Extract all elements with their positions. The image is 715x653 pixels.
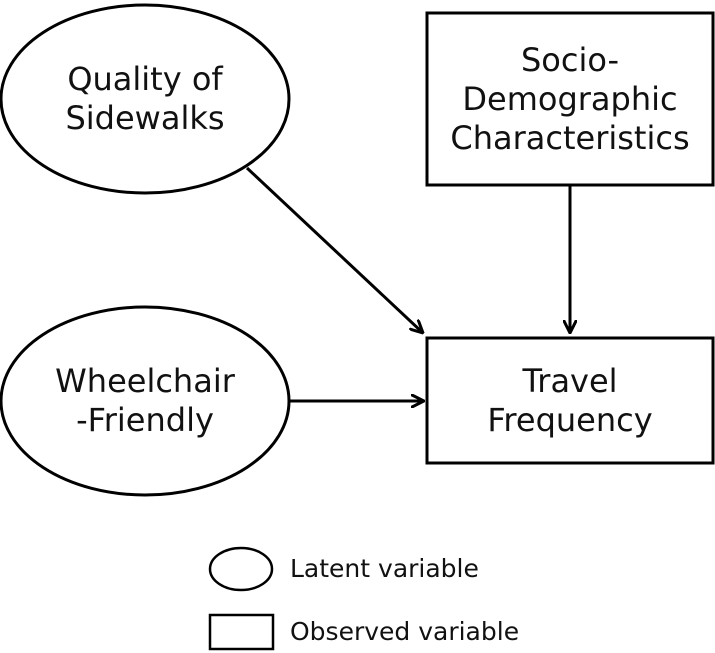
- legend-rectangle-icon: [208, 613, 275, 651]
- node-quality-of-sidewalks-shape: [0, 3, 291, 195]
- legend-observed-label: Observed variable: [290, 617, 520, 646]
- node-travel-frequency-line-1: Travel: [522, 361, 618, 400]
- node-socio-demographic-line-3: Characteristics: [450, 118, 690, 157]
- node-quality-of-sidewalks: Quality of Sidewalks: [1, 5, 289, 193]
- node-wheelchair-friendly-line-2: -Friendly: [76, 401, 214, 439]
- node-travel-frequency: Travel Frequency: [427, 338, 713, 463]
- node-wheelchair-friendly: Wheelchair -Friendly: [1, 307, 289, 495]
- node-quality-of-sidewalks-line-1: Quality of: [67, 60, 223, 98]
- edge-quality-to-travel: [245, 166, 423, 333]
- node-socio-demographic-characteristics: Socio- Demographic Characteristics: [427, 13, 713, 185]
- node-socio-demographic-line-2: Demographic: [462, 79, 678, 118]
- node-travel-frequency-shape: [425, 336, 715, 465]
- node-socio-demographic-shape: [425, 11, 715, 187]
- node-quality-of-sidewalks-line-2: Sidewalks: [65, 99, 225, 137]
- node-wheelchair-friendly-shape: [0, 305, 291, 497]
- legend-ellipse-icon: [208, 546, 274, 592]
- node-wheelchair-friendly-line-1: Wheelchair: [55, 362, 235, 400]
- node-socio-demographic-line-1: Socio-: [520, 40, 620, 79]
- node-travel-frequency-line-2: Frequency: [487, 400, 653, 439]
- legend-latent-label: Latent variable: [290, 554, 479, 583]
